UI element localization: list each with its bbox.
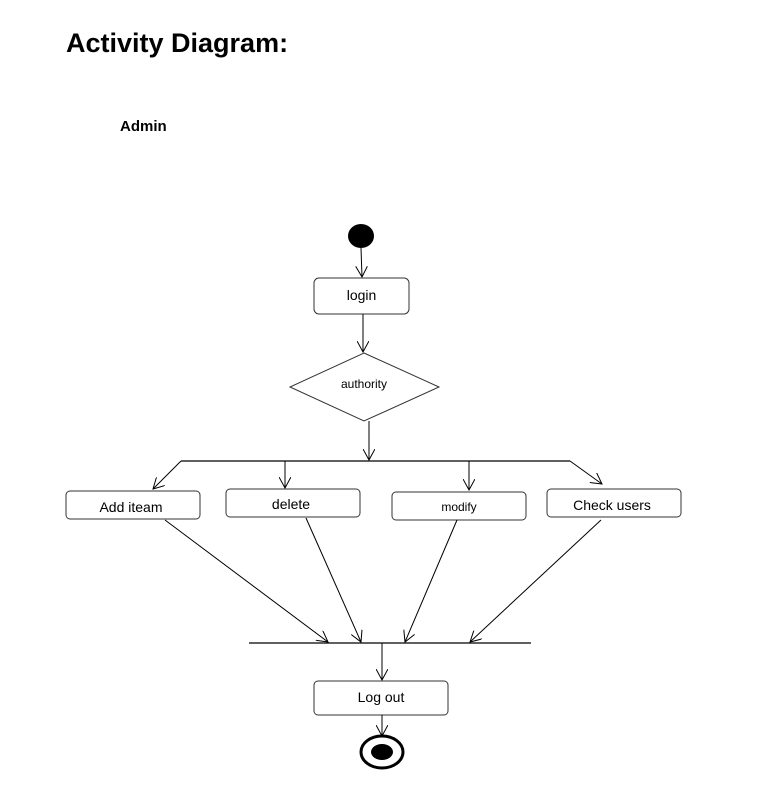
activity-add-item: Add iteam <box>65 490 201 520</box>
activity-logout-label: Log out <box>358 689 405 705</box>
fork-branch <box>153 460 602 490</box>
edge-delete-join <box>305 517 361 642</box>
activity-logout: Log out <box>313 680 449 716</box>
activity-modify: modify <box>391 491 527 521</box>
final-node <box>359 734 405 770</box>
activity-delete: delete <box>225 488 361 518</box>
edge-check-users-join <box>470 519 602 642</box>
initial-node <box>348 224 374 248</box>
edge-fork-check-users <box>569 460 602 484</box>
edge-modify-join <box>405 519 458 642</box>
activity-add-item-label: Add iteam <box>99 499 162 515</box>
activity-delete-label: delete <box>272 496 310 512</box>
activity-login-label: login <box>347 287 377 303</box>
activity-check-users-label: Check users <box>573 497 651 513</box>
edge-start-login <box>361 247 362 277</box>
page-title: Activity Diagram: <box>66 28 289 58</box>
activity-check-users: Check users <box>546 488 682 518</box>
edge-add-item-join <box>164 519 328 642</box>
decision-authority-label: authority <box>341 377 387 391</box>
activity-login: login <box>313 277 410 315</box>
decision-authority: authority <box>288 352 441 422</box>
diagram-subtitle: Admin <box>120 118 167 135</box>
activity-modify-label: modify <box>441 500 476 514</box>
edge-fork-add-item <box>153 460 182 489</box>
